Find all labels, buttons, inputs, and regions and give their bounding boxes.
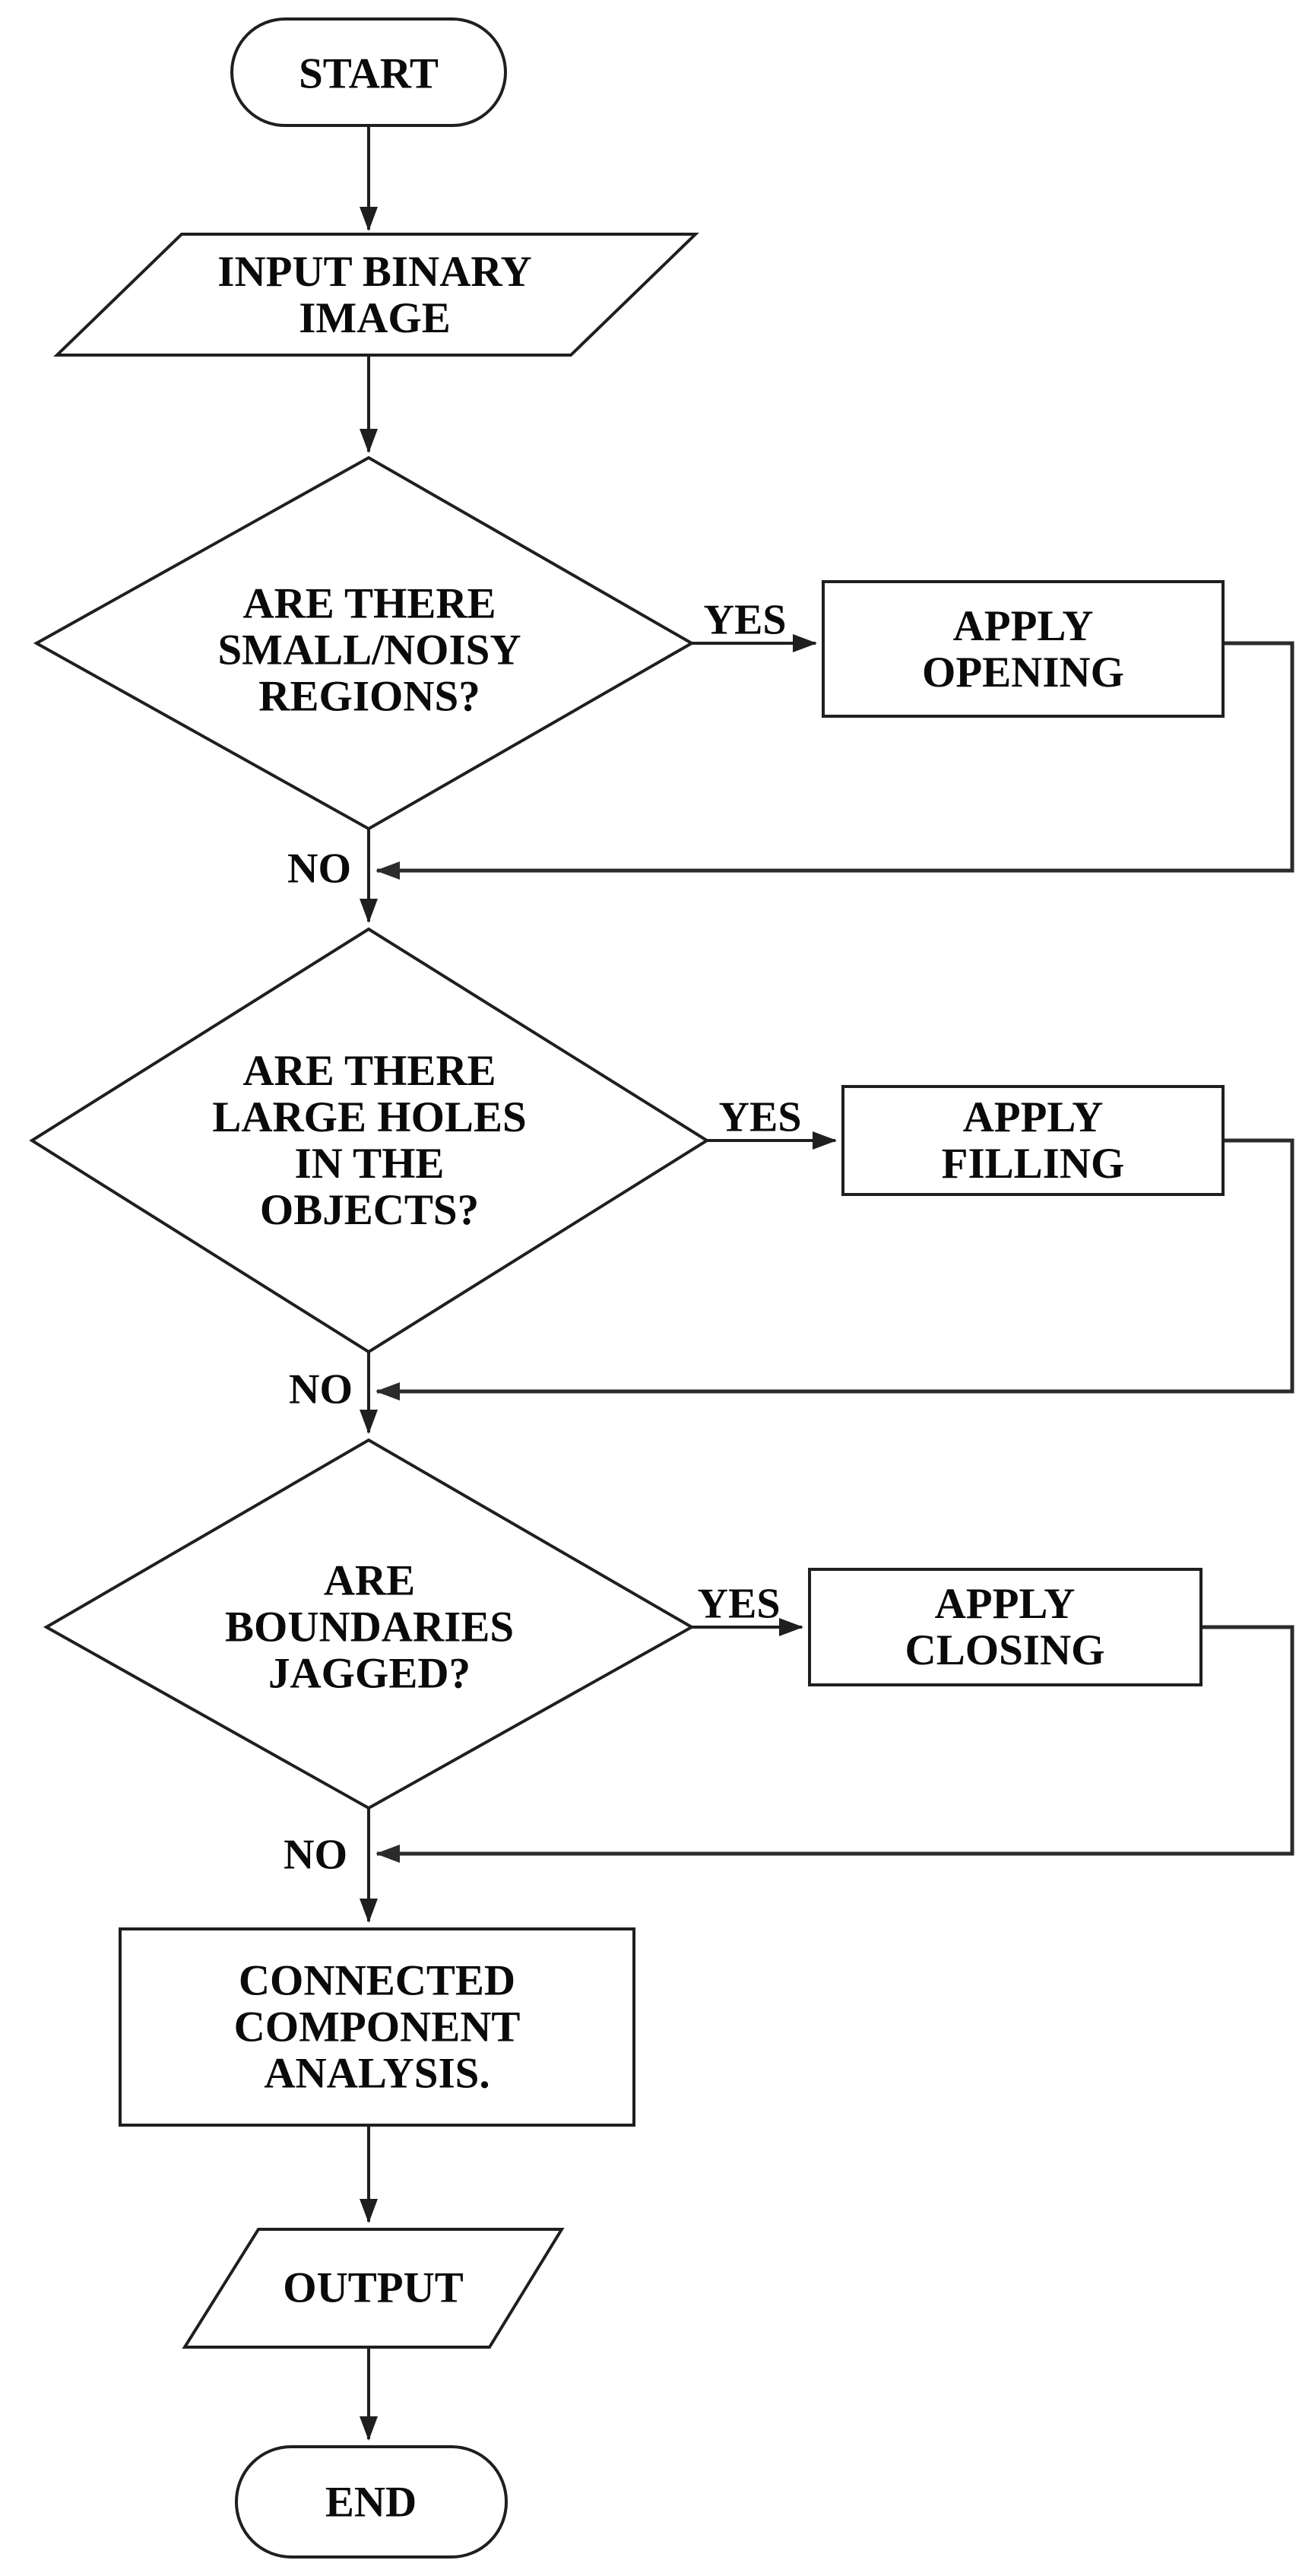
end-terminator-shape bbox=[235, 2445, 508, 2559]
yes3-branch-label: YES bbox=[697, 1580, 781, 1628]
start-label: START bbox=[299, 49, 439, 98]
apply-closing-box-shape bbox=[808, 1568, 1203, 1686]
decision1-label: ARE THERE SMALL/NOISY REGIONS? bbox=[217, 579, 521, 721]
decision1-diamond-shape bbox=[33, 455, 696, 831]
apply-filling-box-shape bbox=[841, 1085, 1225, 1196]
decision2-label: ARE THERE LARGE HOLES IN THE OBJECTS? bbox=[212, 1047, 527, 1234]
apply-closing-label: APPLY CLOSING bbox=[905, 1580, 1105, 1674]
end-label: END bbox=[325, 2478, 417, 2527]
cca-label: CONNECTED COMPONENT ANALYSIS. bbox=[233, 1956, 521, 2098]
output-label: OUTPUT bbox=[283, 2264, 464, 2312]
decision2-diamond-shape bbox=[29, 927, 710, 1354]
no3-branch-label: NO bbox=[284, 1831, 347, 1879]
start-terminator-shape bbox=[230, 17, 507, 127]
feedback-filling-line bbox=[375, 1138, 1294, 1401]
yes2-branch-label: YES bbox=[718, 1093, 802, 1141]
input-label: INPUT BINARY IMAGE bbox=[217, 248, 532, 342]
apply-filling-label: APPLY FILLING bbox=[941, 1093, 1125, 1188]
yes1-branch-label: YES bbox=[703, 596, 787, 644]
input-parallelogram-shape bbox=[53, 233, 699, 357]
feedback-closing-line bbox=[375, 1625, 1294, 1863]
no1-branch-label: NO bbox=[287, 845, 351, 893]
cca-box-shape bbox=[119, 1927, 635, 2127]
apply-opening-box-shape bbox=[822, 580, 1225, 718]
no2-branch-label: NO bbox=[289, 1366, 353, 1413]
feedback-opening-line bbox=[375, 641, 1294, 880]
decision3-label: ARE BOUNDARIES JAGGED? bbox=[224, 1556, 515, 1698]
output-parallelogram-shape bbox=[182, 2228, 565, 2349]
apply-opening-label: APPLY OPENING bbox=[921, 602, 1125, 696]
decision3-diamond-shape bbox=[43, 1438, 696, 1810]
